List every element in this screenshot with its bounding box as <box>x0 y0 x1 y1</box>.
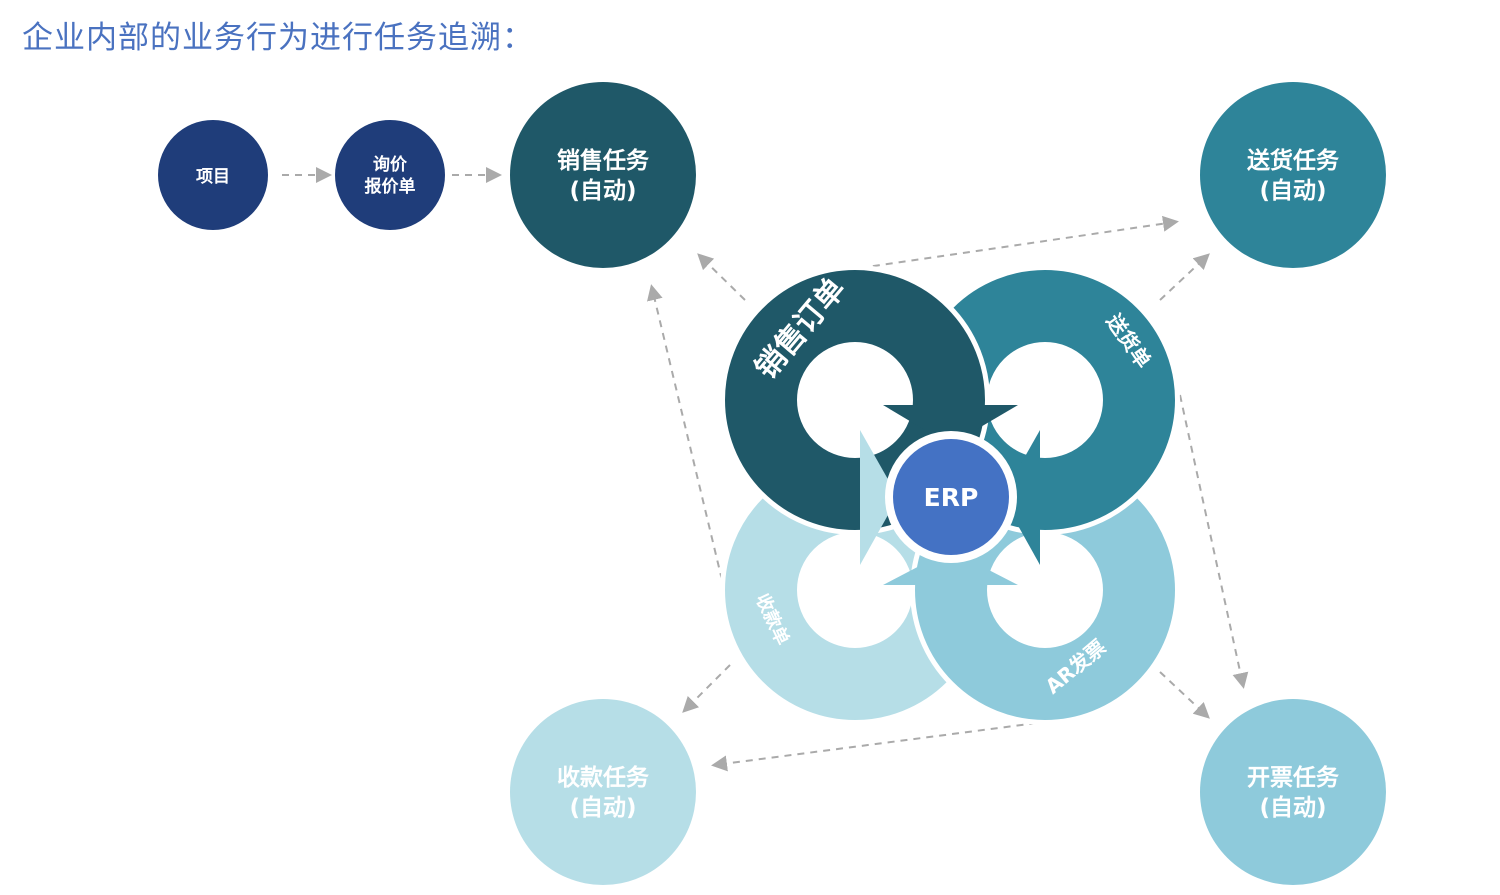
arrow-to-delivery-task <box>1159 253 1210 301</box>
arrow-to-sales-task-side <box>647 284 723 581</box>
node-label: 报价单 <box>365 176 416 197</box>
arrow-to-invoice-task <box>1159 671 1210 719</box>
svg-text:送货任务: 送货任务 <box>1247 147 1340 174</box>
svg-text:开票任务: 开票任务 <box>1247 764 1340 791</box>
erp-label: ERP <box>924 483 979 512</box>
node-delivery-task: 送货任务 (自动) <box>1200 82 1386 268</box>
svg-text:(自动): (自动) <box>569 794 636 821</box>
svg-text:(自动): (自动) <box>569 177 636 204</box>
svg-text:(自动): (自动) <box>1259 794 1326 821</box>
node-sales-task: 销售任务 (自动) <box>510 82 696 268</box>
node-label: 项目 <box>196 167 230 187</box>
erp-center <box>893 439 1009 555</box>
node-receipt-task: 收款任务 (自动) <box>510 699 696 885</box>
arrow-to-receipt-task-bottom <box>711 717 1076 772</box>
node-label: 询价 <box>373 154 408 175</box>
arrow-to-sales-task <box>697 253 746 301</box>
dashed-connectors <box>282 167 1249 772</box>
arrowhead-receipt <box>860 430 898 565</box>
arrowhead-sales-order <box>883 405 1018 445</box>
arrow-to-delivery-task-top <box>859 215 1179 269</box>
ring-sales-order <box>720 265 990 535</box>
page-title: 企业内部的业务行为进行任务追溯： <box>22 20 534 56</box>
node-project: 项目 <box>158 120 268 230</box>
arrow-to-receipt-task <box>682 664 731 713</box>
node-invoice-task: 开票任务 (自动) <box>1200 699 1386 885</box>
arrowhead-delivery <box>1002 430 1040 565</box>
svg-text:销售任务: 销售任务 <box>557 147 650 174</box>
erp-cycle: ERP 销售订单 送货单 AR发票 收款单 <box>720 265 1180 725</box>
arrow-to-invoice-task-side <box>1179 394 1249 689</box>
svg-text:(自动): (自动) <box>1259 177 1326 204</box>
svg-text:收款任务: 收款任务 <box>557 764 650 791</box>
arrowhead-ar-invoice <box>883 550 1018 585</box>
